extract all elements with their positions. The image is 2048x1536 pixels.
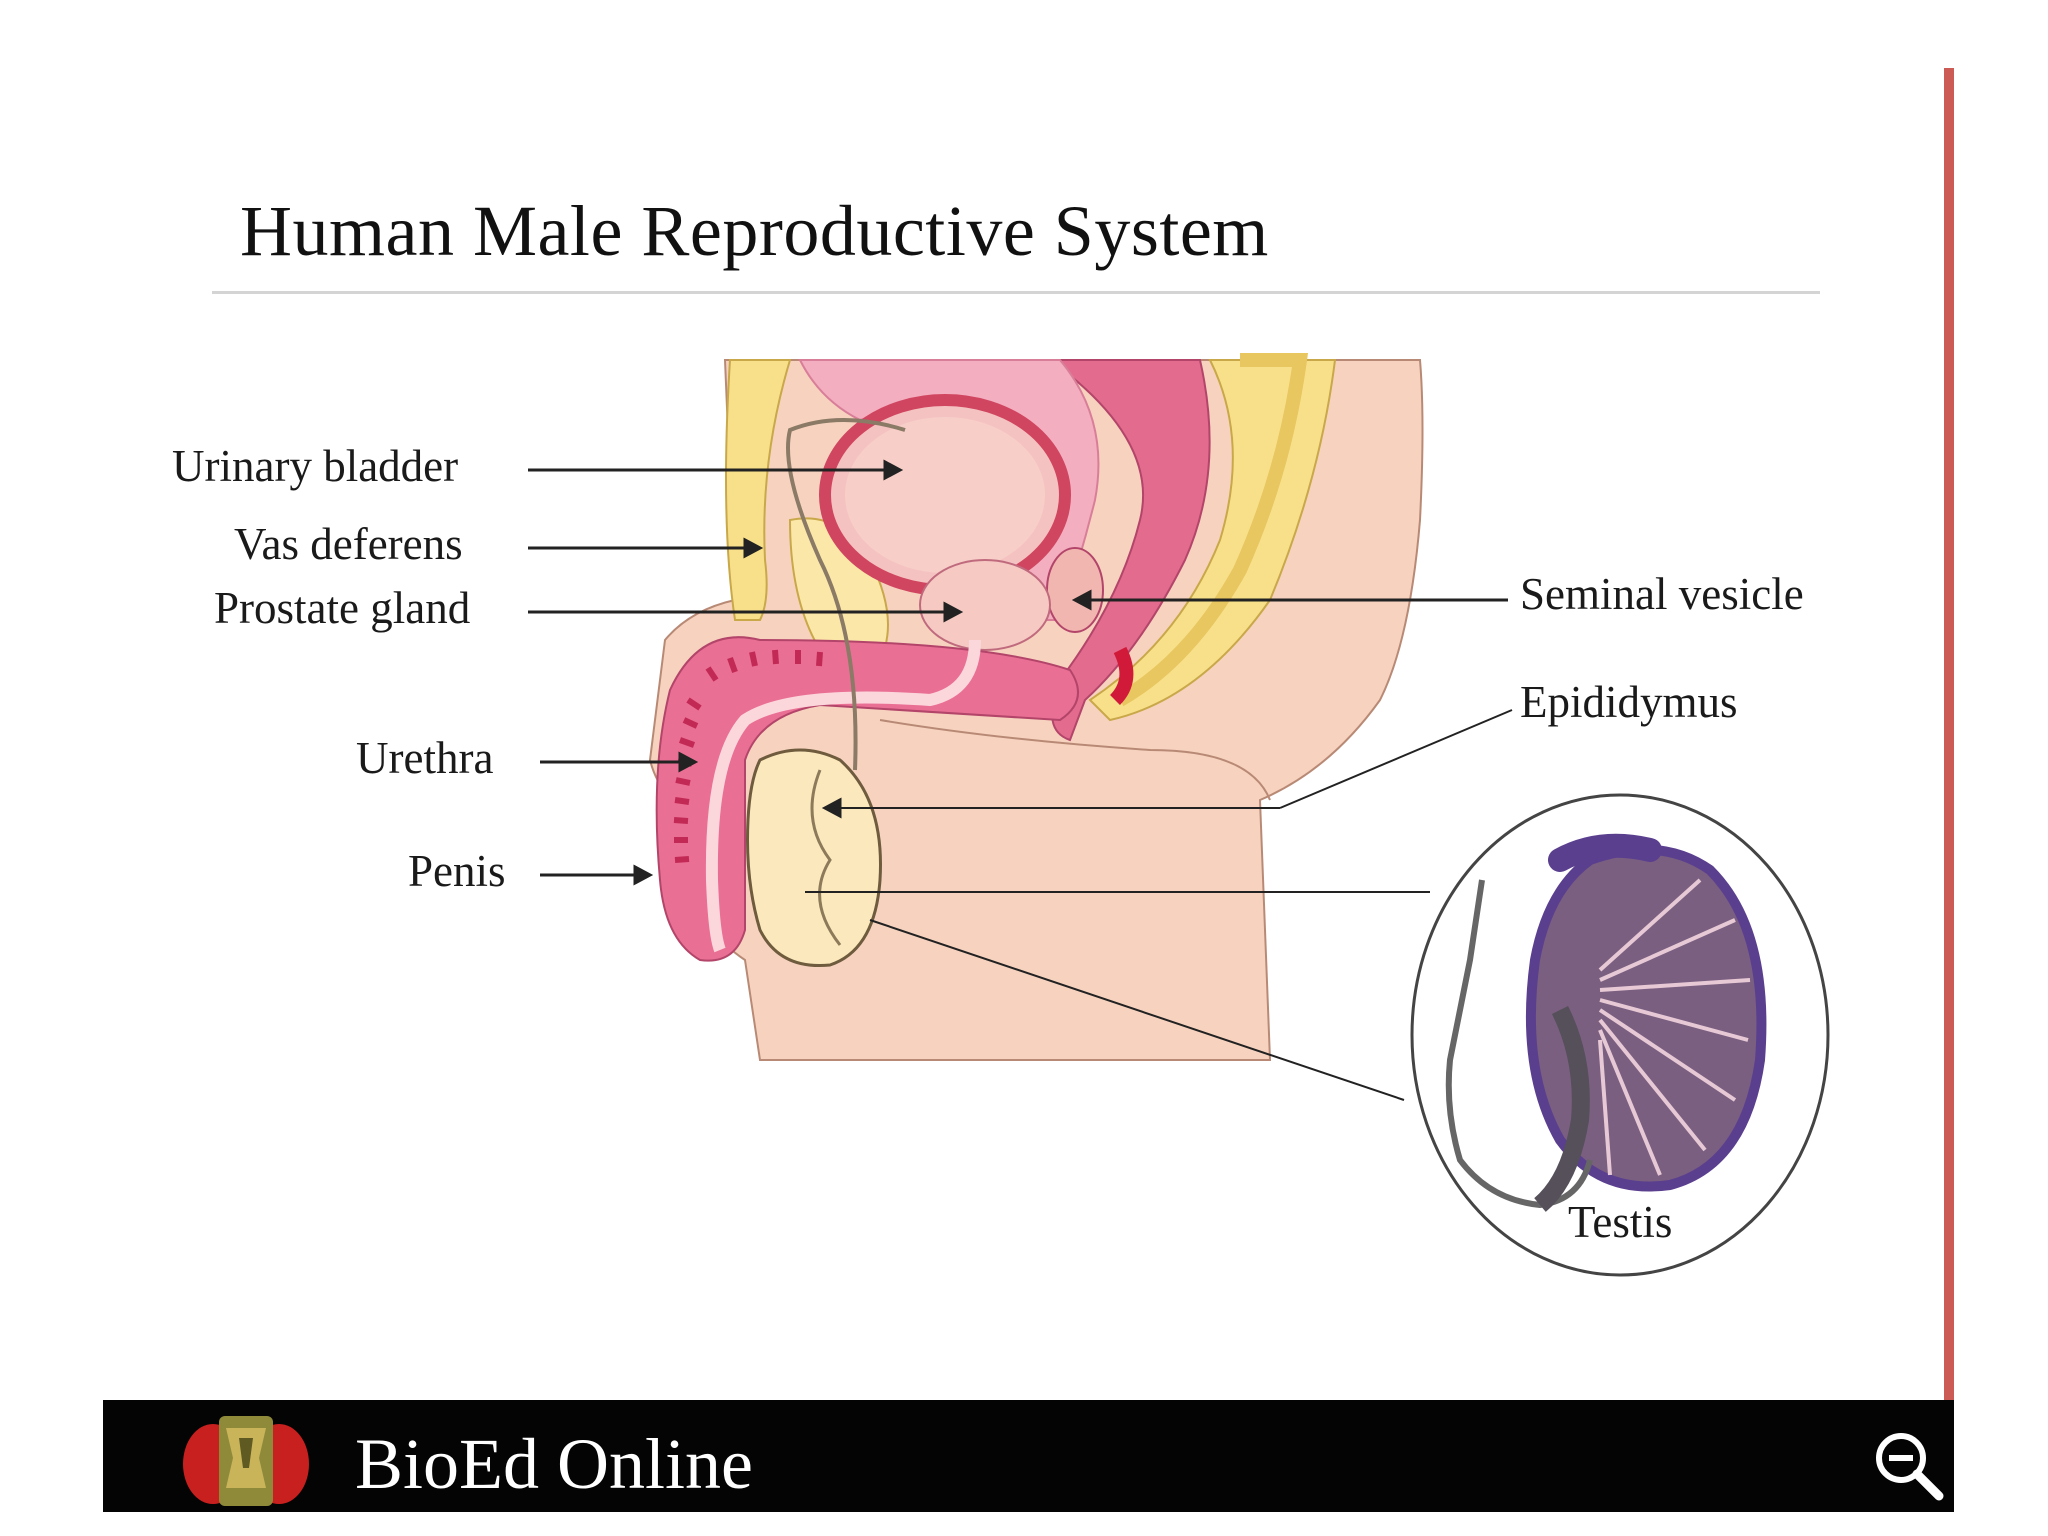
label-urinary-bladder: Urinary bladder <box>172 441 459 491</box>
accent-border-line <box>1944 68 1954 1400</box>
scrotum <box>746 748 882 968</box>
title-divider <box>212 291 1820 294</box>
anatomy-illustration <box>528 353 1830 1277</box>
prostate-gland <box>919 559 1051 651</box>
vas-deferens <box>786 418 906 771</box>
label-penis: Penis <box>408 846 506 896</box>
label-seminal-vesicle: Seminal vesicle <box>1520 569 1804 619</box>
bioed-logo-icon <box>183 1416 309 1506</box>
label-epididymus: Epididymus <box>1520 677 1738 727</box>
footer-bar: BioEd Online <box>103 1400 1954 1512</box>
zoom-out-icon[interactable] <box>1869 1426 1949 1506</box>
penis <box>655 636 1079 962</box>
label-urethra: Urethra <box>356 733 494 783</box>
leader-lines <box>528 459 1513 1101</box>
rectum <box>1046 359 1211 742</box>
label-prostate-gland: Prostate gland <box>214 583 471 633</box>
sacrum-band <box>1088 359 1337 722</box>
label-vas-deferens: Vas deferens <box>234 519 463 569</box>
label-testis: Testis <box>1568 1197 1673 1247</box>
testis-lobules <box>1598 878 1751 1176</box>
seminal-vesicle <box>1046 547 1104 633</box>
brand-name: BioEd Online <box>355 1424 753 1504</box>
page-title: Human Male Reproductive System <box>240 191 1269 271</box>
urethra <box>705 639 981 953</box>
